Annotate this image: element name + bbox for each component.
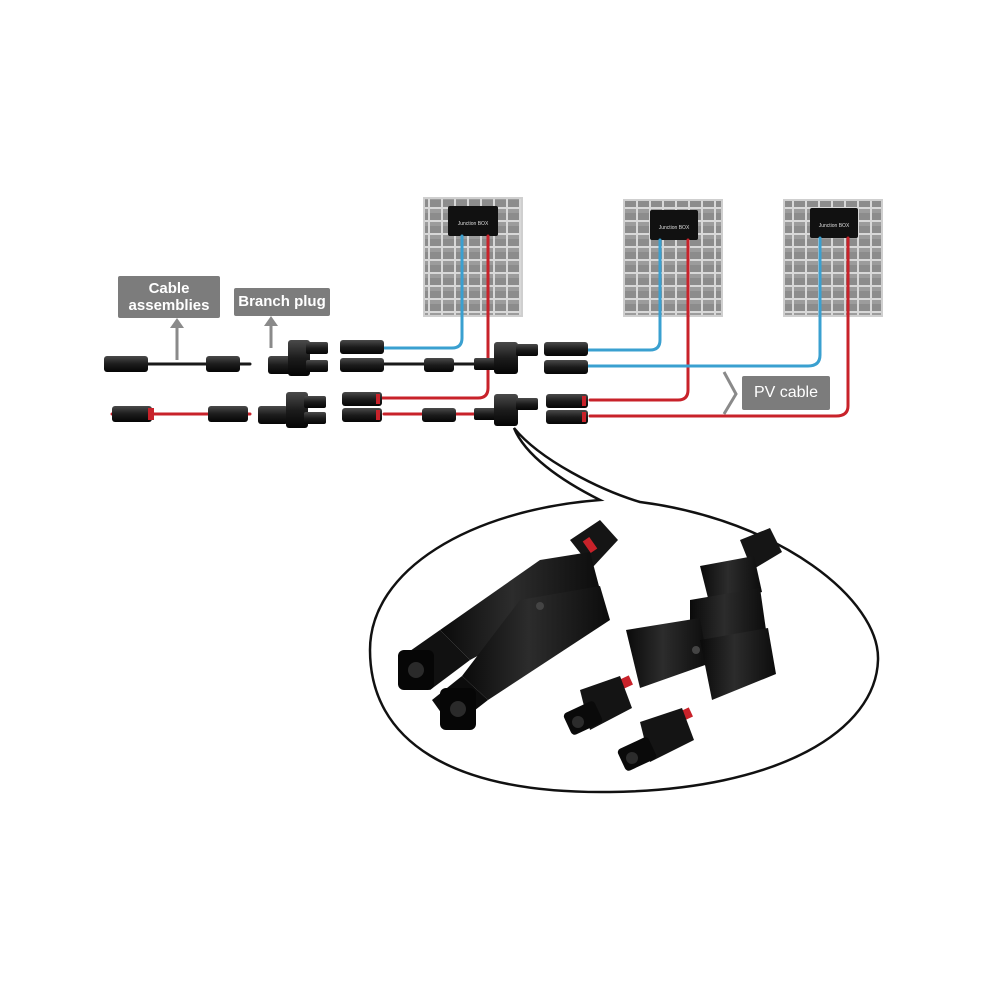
- cable-assemblies-label: Cable assemblies: [118, 276, 220, 318]
- cable-assemblies-label-line2: assemblies: [118, 297, 220, 314]
- junction-box-2: Junction BOX: [650, 210, 698, 240]
- junction-box-label: Junction BOX: [819, 223, 850, 229]
- pv-cable-label: PV cable: [742, 376, 830, 410]
- branch-plug-label: Branch plug: [234, 288, 330, 316]
- cable-assemblies-label-line1: Cable: [118, 280, 220, 297]
- junction-box-label: Junction BOX: [659, 225, 690, 231]
- junction-box-label: Junction BOX: [458, 221, 489, 227]
- callout-bubble: [370, 428, 878, 792]
- junction-box-1: Junction BOX: [448, 206, 498, 236]
- junction-box-3: Junction BOX: [810, 208, 858, 238]
